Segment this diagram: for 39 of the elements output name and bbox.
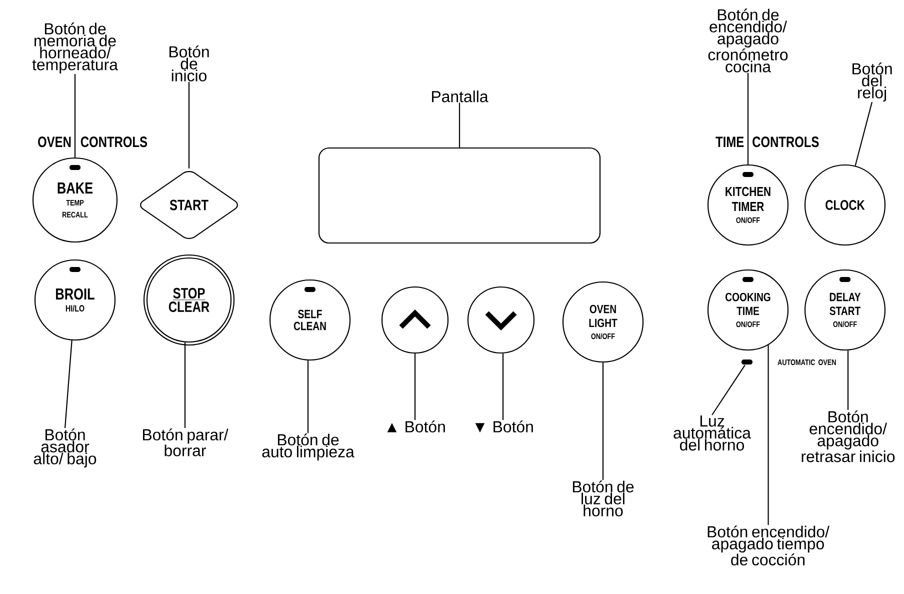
arrow-button: [467, 286, 535, 354]
callout-label: Botón de encendido/ apagado cronómetro cocina: [708, 8, 788, 72]
callout-label: Botón de inicio: [170, 46, 209, 82]
leader-line: [847, 350, 849, 410]
arrow-button: [381, 286, 449, 354]
display-window: [318, 147, 601, 244]
callout-label: Botón de auto limpieza: [262, 434, 354, 461]
leader-line: [502, 354, 504, 420]
leader-line: [184, 342, 186, 428]
callout-label: Botón de memoria de horneado/ temperatura: [32, 22, 118, 74]
callout-label: Botón parar/ borrar: [143, 428, 228, 456]
leader-line: [188, 82, 190, 168]
callout-label: Botón encendido/ apagado retrasar inicio: [802, 410, 895, 462]
callout-label: Botón encendido/ apagado tiempo de cocción: [708, 526, 830, 566]
section-heading: OVEN CONTROLS: [38, 136, 148, 148]
callout-label: ▼ Botón: [475, 420, 533, 432]
callout-label: ▲ Botón: [387, 420, 445, 432]
leader-line: [458, 102, 460, 148]
diamond-button: START: [140, 171, 238, 239]
indicator-light: [742, 360, 752, 364]
leader-line: [414, 354, 416, 420]
leader-line: [602, 362, 604, 480]
round-button: BROIL HI/LO: [34, 259, 116, 341]
round-button: SELF CLEAN: [269, 279, 351, 361]
callout-label: Luz automática del horno: [674, 416, 751, 451]
callout-label: Botón del reloj: [852, 62, 892, 102]
round-button: CLOCK: [804, 164, 886, 246]
leader-line: [307, 360, 309, 433]
section-heading: TIME CONTROLS: [716, 136, 819, 148]
leader-line: [712, 364, 746, 416]
leader-line: [64, 340, 72, 428]
leader-line: [768, 345, 769, 525]
leader-line: [74, 74, 76, 158]
callout-label: Botón de luz del horno: [572, 480, 634, 516]
callout-label: Botón asador alto/ bajo: [34, 428, 96, 468]
leader-line: [747, 72, 749, 164]
round-button: STOP CLEAR: [143, 254, 235, 346]
callout-label: Pantalla: [432, 90, 488, 102]
leader-line: [854, 102, 873, 166]
